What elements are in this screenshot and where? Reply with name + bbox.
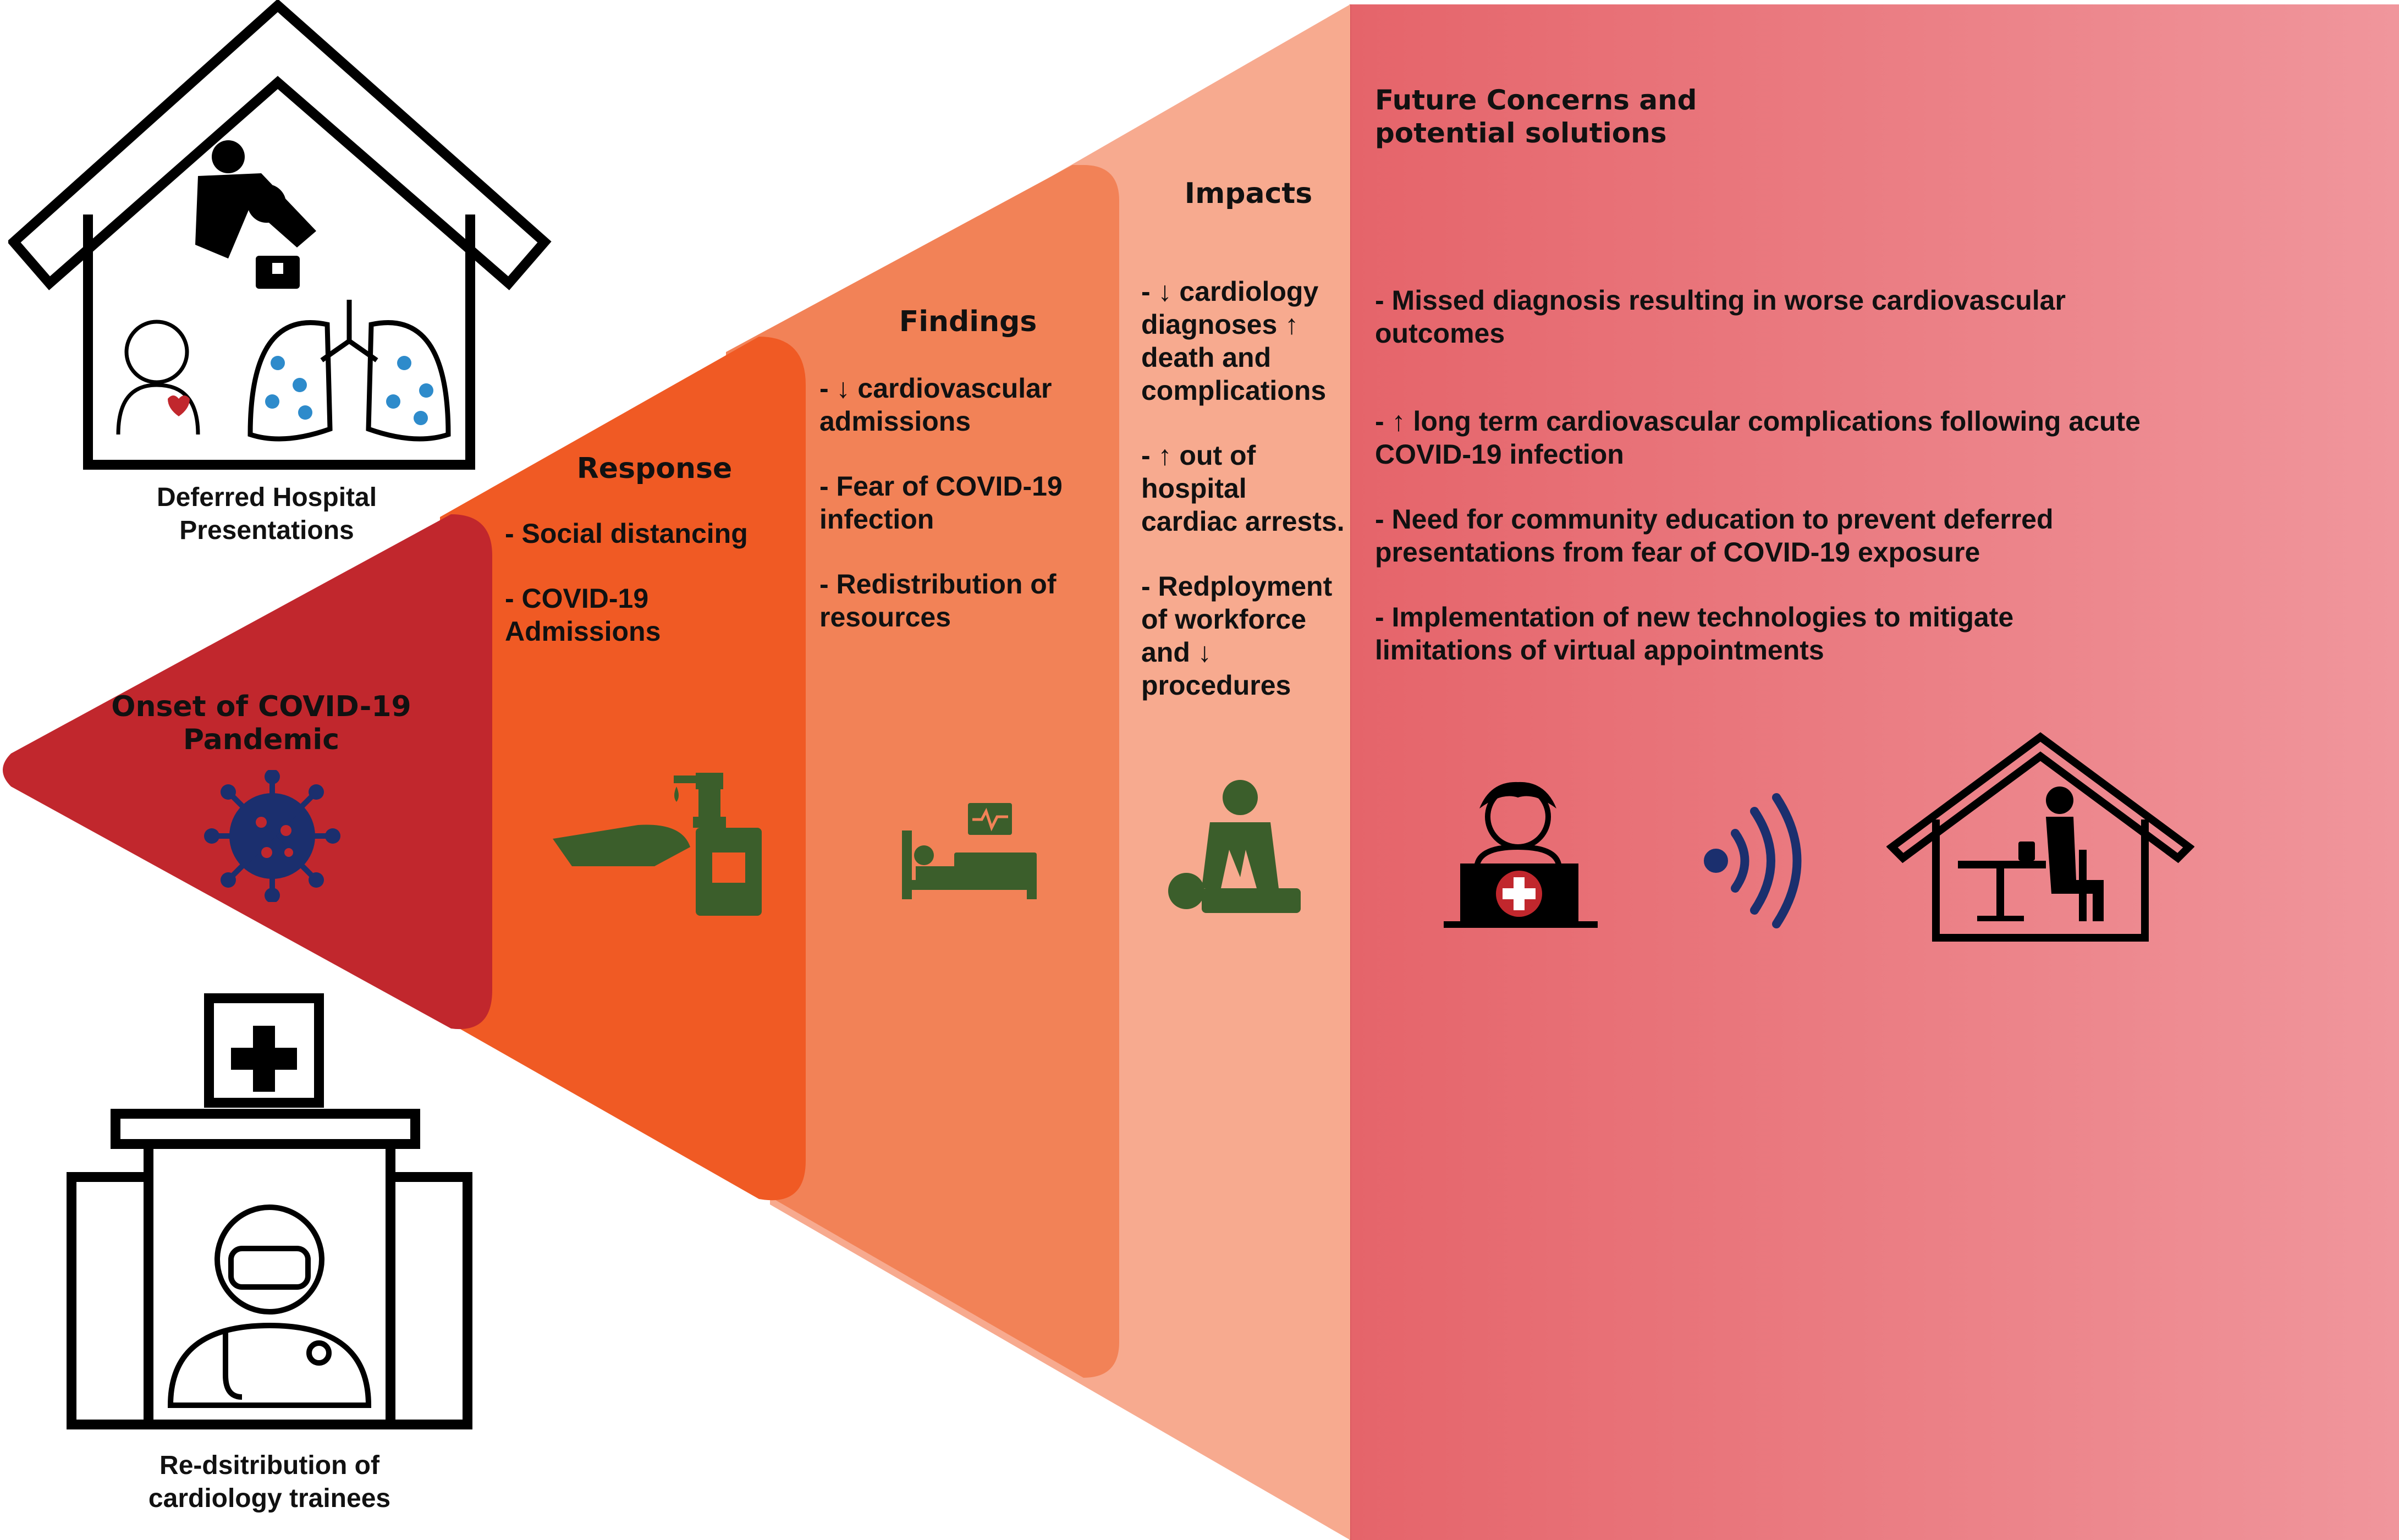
deferred-caption: Deferred Hospital Presentations [156,483,377,545]
onset-title: Onset of COVID-19 Pandemic [111,690,411,756]
impacts-item: - ↓ cardiology diagnoses ↑ death and com… [1141,276,1327,406]
cpr-icon [1168,780,1301,913]
home-monitoring-icon [1886,732,2194,942]
hospital-bed-icon [902,803,1037,899]
future-item: - Missed diagnosis resulting in worse ca… [1375,285,2066,349]
future-item: - Need for community education to preven… [1375,504,2054,568]
findings-item: - Fear of COVID-19 infection [819,471,1063,535]
onset-section [3,514,492,1030]
findings-list: - ↓ cardiovascular admissions - Fear of … [819,372,1105,666]
response-item: - COVID-19 Admissions [505,583,661,647]
future-item: - ↑ long term cardiovascular complicatio… [1375,406,2141,470]
future-section [1350,4,2399,1540]
telehealth-doctor-icon [1444,782,1598,928]
future-title: Future Concerns and potential solutions [1375,84,1697,149]
response-section [440,337,806,1201]
impacts-item: - Redployment of workforce and ↓ procedu… [1141,571,1333,701]
impacts-item: - ↑ out of hospital cardiac arrests. [1141,440,1345,537]
impacts-title: Impacts [1184,177,1313,210]
future-list: - Missed diagnosis resulting in worse ca… [1375,284,2145,698]
virus-icon [204,770,340,902]
findings-section [726,165,1119,1378]
future-item: - Implementation of new technologies to … [1375,602,2014,666]
house-patient-icon [8,0,552,470]
trainees-caption: Re-dsitribution of cardiology trainees [148,1451,391,1513]
response-list: - Social distancing - COVID-19 Admission… [505,517,791,680]
findings-item: - ↓ cardiovascular admissions [819,373,1052,437]
hand-sanitizer-icon [553,773,762,916]
clinic-doctor-icon [67,993,472,1429]
wireless-signal-icon [1704,793,1802,928]
impacts-list: - ↓ cardiology diagnoses ↑ death and com… [1141,275,1350,734]
response-title: Response [576,452,733,485]
response-item: - Social distancing [505,518,748,549]
findings-title: Findings [899,305,1037,338]
findings-item: - Redistribution of resources [819,569,1057,632]
